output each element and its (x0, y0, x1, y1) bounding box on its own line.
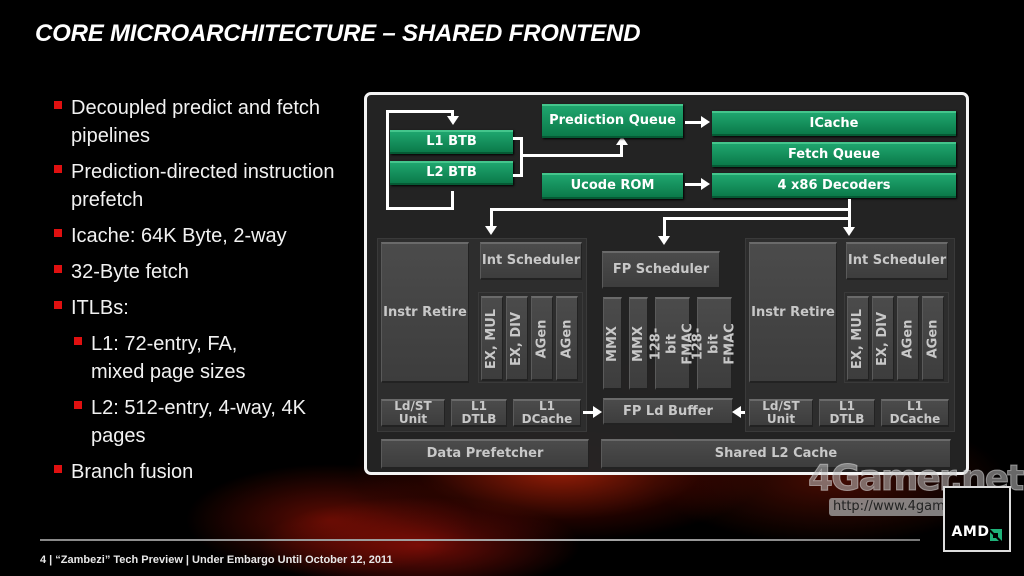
l1-dtlb-block: L1 DTLB (819, 399, 875, 427)
ex-mul-unit: EX, MUL (847, 296, 869, 381)
unit-label: 128-bit FMAC (648, 322, 696, 365)
slide-footer: 4 | “Zambezi” Tech Preview | Under Embar… (40, 554, 393, 566)
ucode-to-decoders-wire (685, 183, 703, 186)
unit-label: AGen (925, 319, 940, 358)
l1-dcache-block: L1 DCache (881, 399, 949, 427)
pq-to-icache-wire (685, 121, 703, 124)
ldst-unit-block: Ld/ST Unit (381, 399, 445, 427)
fmac-unit: 128-bit FMAC (691, 297, 738, 390)
int-scheduler-block: Int Scheduler (480, 242, 582, 280)
arrow-right-icon (593, 406, 602, 418)
sub-bullet-item: L2: 512-entry, 4-way, 4K pages (74, 394, 314, 450)
l1-dcache-block: L1 DCache (513, 399, 581, 427)
bullet-item: Decoupled predict and fetch pipelines (54, 94, 354, 150)
bullet-item: Icache: 64K Byte, 2-way (54, 222, 354, 250)
arrow-up-icon (616, 136, 628, 145)
mmx-unit: MMX (603, 297, 622, 390)
dispatch-wire (663, 217, 851, 220)
shared-l2-cache-block: Shared L2 Cache (601, 439, 951, 469)
unit-label: 128-bit FMAC (690, 322, 738, 365)
amd-logo: AMD (943, 486, 1011, 552)
agen-unit: AGen (556, 296, 578, 381)
btb-wire (620, 143, 623, 157)
ex-div-unit: EX, DIV (872, 296, 894, 381)
btb-wire (520, 154, 623, 157)
dcache-to-fpbuf-wire (583, 411, 595, 414)
mmx-unit: MMX (629, 297, 648, 390)
ldst-unit-block: Ld/ST Unit (749, 399, 813, 427)
btb-wire (513, 137, 523, 140)
architecture-diagram: L1 BTB L2 BTB Prediction Queue Ucode ROM… (364, 92, 969, 475)
unit-label: EX, MUL (484, 308, 499, 369)
unit-label: EX, MUL (850, 308, 865, 369)
btb-loop-wire (451, 110, 454, 118)
dispatch-wire (663, 217, 666, 237)
unit-label: MMX (630, 325, 646, 362)
unit-label: EX, DIV (875, 311, 890, 366)
arrow-down-icon (843, 227, 855, 236)
instr-retire-block: Instr Retire (381, 242, 469, 383)
btb-wire (520, 137, 523, 177)
arrow-down-icon (658, 236, 670, 245)
btb-loop-wire (386, 110, 389, 210)
arrow-down-icon (447, 116, 459, 125)
bullet-item: 32-Byte fetch (54, 258, 354, 286)
unit-label: AGen (900, 319, 915, 358)
prediction-queue-block: Prediction Queue (542, 104, 683, 138)
unit-label: EX, DIV (509, 311, 524, 366)
l1-btb-block: L1 BTB (390, 130, 513, 154)
agen-unit: AGen (531, 296, 553, 381)
fetch-queue-block: Fetch Queue (712, 142, 956, 167)
fp-scheduler-block: FP Scheduler (602, 251, 720, 289)
ex-div-unit: EX, DIV (506, 296, 528, 381)
btb-loop-wire (386, 207, 454, 210)
int-scheduler-block: Int Scheduler (846, 242, 948, 280)
dispatch-wire (490, 208, 851, 211)
ex-mul-unit: EX, MUL (481, 296, 503, 381)
amd-arrow-icon (990, 529, 1003, 541)
bullet-item: Prediction-directed instruction prefetch (54, 158, 354, 214)
instr-retire-block: Instr Retire (749, 242, 837, 383)
bullet-item: ITLBs: (54, 294, 354, 322)
arrow-right-icon (701, 116, 710, 128)
arrow-right-icon (701, 178, 710, 190)
fmac-unit: 128-bit FMAC (649, 297, 696, 390)
icache-block: ICache (712, 111, 956, 136)
l2-btb-block: L2 BTB (390, 161, 513, 185)
bullet-list: Decoupled predict and fetch pipelines Pr… (54, 94, 354, 494)
arrow-down-icon (485, 226, 497, 235)
arrow-left-icon (732, 406, 741, 418)
unit-label: AGen (534, 319, 549, 358)
bullet-item: Branch fusion (54, 458, 354, 486)
btb-loop-wire (386, 110, 454, 113)
ldst-to-fpbuf-wire (739, 411, 749, 414)
fp-ld-buffer-block: FP Ld Buffer (603, 398, 733, 425)
btb-loop-wire (451, 191, 454, 209)
btb-wire (513, 174, 523, 177)
sub-bullet-item: L1: 72-entry, FA, mixed page sizes (74, 330, 274, 386)
decoders-block: 4 x86 Decoders (712, 173, 956, 198)
amd-logo-text: AMD (951, 524, 990, 540)
l1-dtlb-block: L1 DTLB (451, 399, 507, 427)
slide-title: CORE MICROARCHITECTURE – SHARED FRONTEND (35, 20, 641, 47)
footer-divider (40, 539, 920, 541)
unit-label: MMX (604, 325, 620, 362)
ucode-rom-block: Ucode ROM (542, 173, 683, 199)
data-prefetcher-block: Data Prefetcher (381, 439, 589, 469)
agen-unit: AGen (897, 296, 919, 381)
agen-unit: AGen (922, 296, 944, 381)
dispatch-wire (490, 208, 493, 226)
dispatch-wire (848, 199, 851, 229)
unit-label: AGen (559, 319, 574, 358)
